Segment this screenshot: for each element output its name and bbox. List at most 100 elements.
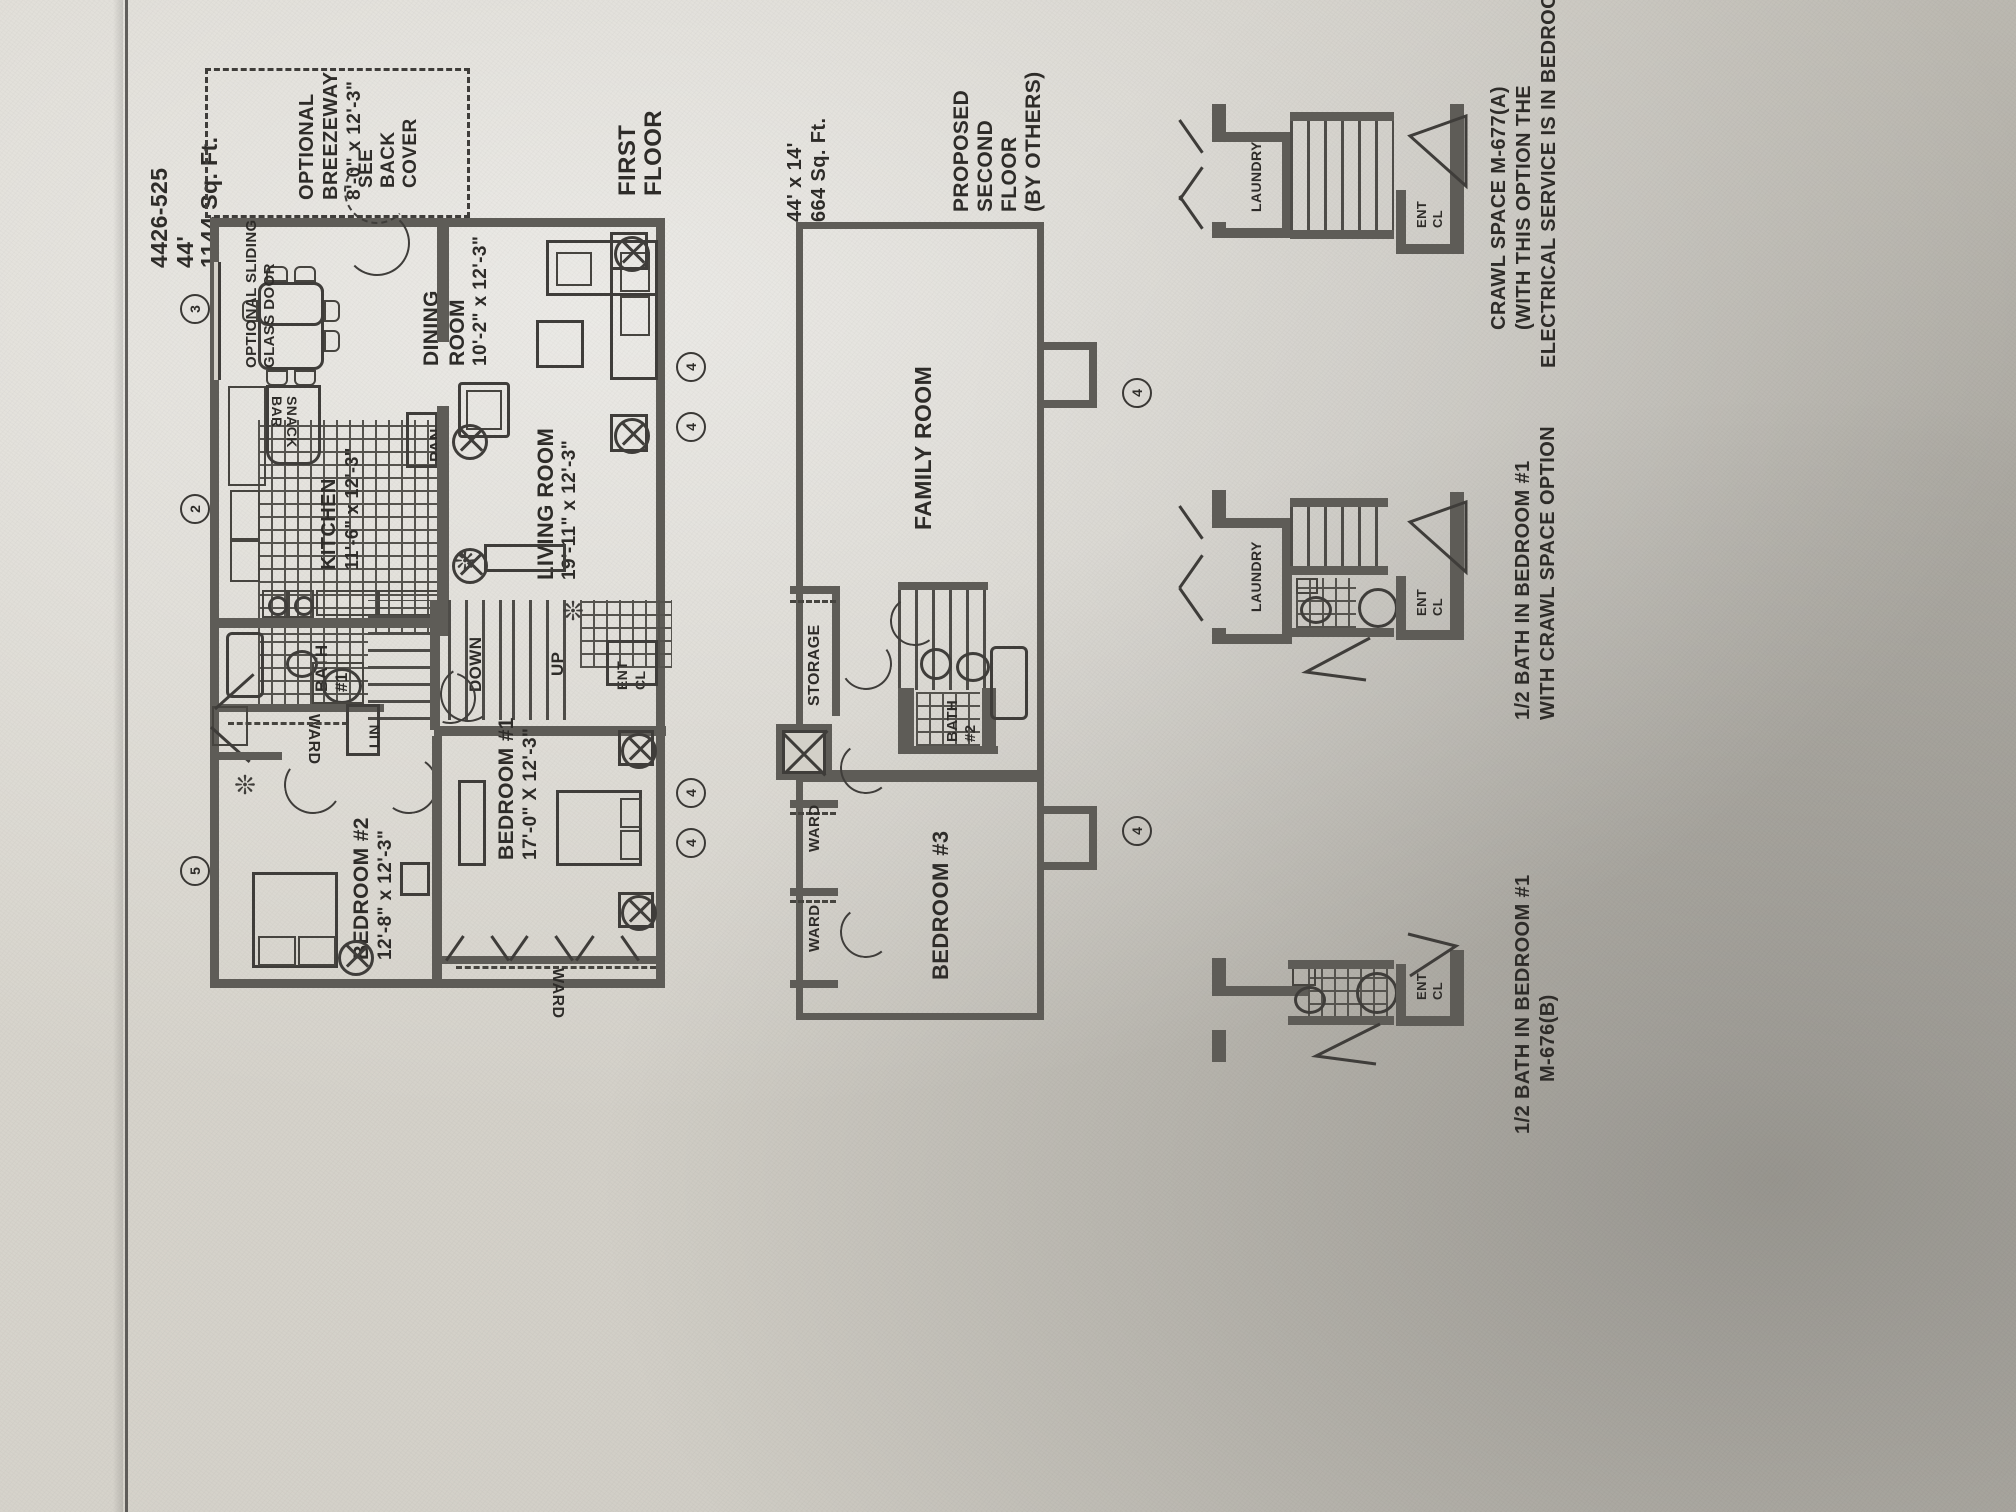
bedroom3-bumpout-wall [1089,806,1097,870]
opt2-toilet [1358,588,1398,628]
opt2-entry-door-fan-icon [1407,499,1468,576]
opt3-entcl-wall [1396,964,1406,1022]
callout-2: 2 [180,494,210,524]
callout-4: 4 [1122,378,1152,408]
dining-chair [266,370,288,386]
opt1-entry-door-fan-icon [1407,113,1468,190]
breezeway-label-line1: OPTIONAL [296,93,318,200]
hall-wall [434,726,666,736]
ward-dashed-2f-lower [790,900,836,903]
family-room-bumpout-wall [1037,342,1097,350]
ward-wall [212,704,384,712]
bathtub [226,632,264,698]
callout-4: 4 [676,778,706,808]
nightstand [400,862,430,896]
snack-bar-label-line2: BAR [269,396,285,428]
bedroom2-wall [212,752,282,760]
storage-label: STORAGE [806,624,823,706]
opt3-entcl-wall [1396,1016,1460,1026]
opt2-sink [1300,596,1332,624]
ceiling-light-icon [621,895,657,931]
callout-5: 5 [180,856,210,886]
snack-bar-label-line1: SNACK [284,396,300,448]
opt2-wall-stub [1212,628,1226,644]
opt3-entcl-line2: CL [1430,981,1445,1000]
sink [286,650,318,678]
opt1-wall-stub [1212,104,1226,138]
interior-wall [437,406,449,636]
stair-treads-down [448,600,504,720]
ward-label-lower: WARD [549,968,566,1019]
opt1-laundry-label: LAUNDRY [1248,141,1264,212]
bed-bedroom1 [556,790,642,866]
opt1-caption-line2: (WITH THIS OPTION THE [1513,84,1535,330]
ceiling-light-icon [614,236,650,272]
plant-icon: ❊ [454,546,476,576]
opt1-entcl-line2: CL [1430,209,1445,228]
opt2-caption-line1: 1/2 BATH IN BEDROOM #1 [1512,460,1534,720]
dining-chair [324,330,340,352]
ward-dashed-line [228,722,348,725]
second-floor-dims-line2: 664 Sq. Ft. [808,117,830,222]
snack-bar-counter [266,385,321,465]
opt2-wall [1212,634,1292,644]
second-floor-title-line4: (BY OTHERS) [1022,71,1045,212]
ward-wall-2f [790,800,838,808]
dresser [458,780,486,866]
opt2-entcl-wall [1450,492,1464,640]
pillow [620,830,642,860]
callout-4: 4 [1122,816,1152,846]
opt3-sink [1294,986,1326,1014]
sofa-cushion [620,296,650,336]
opt3-caption-line2: M-676(B) [1537,994,1559,1082]
console-table [484,544,566,572]
opt2-bath-door-fan-icon [1301,636,1371,682]
opt2-caption-line2: WITH CRAWL SPACE OPTION [1537,425,1559,720]
callout-4: 4 [676,412,706,442]
plant-icon: ❊ [234,770,256,800]
opt3-bath-wall [1288,960,1394,969]
end-table [536,320,584,368]
linen-closet [346,704,380,756]
dining-chair [294,266,316,282]
opt1-wall-stub [1212,222,1226,238]
opt3-wall [1212,986,1308,996]
bath2-wall [898,688,914,754]
page-gutter-shadow [113,0,123,1512]
bedroom2-name: BEDROOM #2 [350,817,373,960]
armchair-seat [466,390,502,430]
sheet-model-number: 4426-525 [146,167,172,268]
opt2-entcl-wall [1396,630,1460,640]
kitchen-cabinet [230,490,260,540]
page-spine-line [125,0,128,1512]
second-floor-title-line3: FLOOR [998,136,1021,213]
sliding-glass-door-opening [214,262,219,380]
stair-wall-2f [898,582,988,590]
kitchen-cabinet [230,540,260,582]
ceiling-light-icon [452,548,488,584]
dining-chair [294,370,316,386]
breezeway-label-line2: BREEZEWAY [320,71,342,200]
pillow [298,936,336,966]
second-floor-dims-line1: 44' x 14' [784,142,806,222]
range-burner [268,596,288,616]
bedroom1-name: BEDROOM #1 [495,717,518,860]
opt1-entcl-wall [1396,190,1406,252]
bedroom3-name: BEDROOM #3 [928,830,953,980]
refrigerator [228,386,266,486]
ward-dashed-2f [790,812,836,815]
dining-chair [324,300,340,322]
bedroom1-ward-wall [442,956,664,964]
opt3-bath-wall [1288,1016,1394,1025]
bedroom2-dims: 12'-8" x 12'-3" [375,829,396,960]
front-door-swing [344,210,410,276]
ward-x-box [212,706,248,746]
first-floor-title-line2: FLOOR [640,110,667,196]
opt2-entcl-line1: ENT [1414,588,1429,616]
dining-chair [242,300,258,322]
kitchen-name: KITCHEN [318,478,340,570]
opt2-laundry-label: LAUNDRY [1248,541,1264,612]
opt3-vanity [1292,966,1316,986]
